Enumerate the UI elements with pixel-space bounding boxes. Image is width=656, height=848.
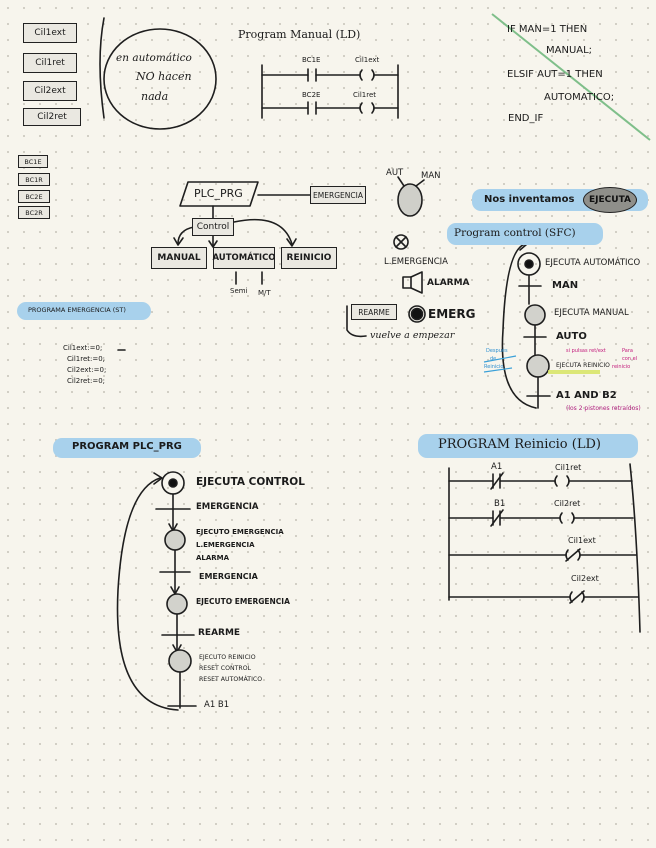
ld-manual-contact-2: BC2E — [302, 91, 321, 99]
sfc-plc-step1-label: EJECUTA CONTROL — [196, 476, 305, 488]
ld-manual-contact-1: BC1E — [302, 56, 321, 64]
ld-reinicio-coil-3: Cil1ext — [568, 536, 596, 545]
sub-mt: M/T — [258, 289, 271, 297]
emergency-box: EMERGENCIA — [310, 186, 366, 204]
note-blue-2: de — [490, 356, 497, 362]
plc-prg-label: PLC_PRG — [194, 187, 243, 200]
sfc-plc-trans4-label: A1 B1 — [204, 700, 230, 710]
alarm-speaker — [402, 276, 412, 289]
ld-reinicio-contact-1: A1 — [491, 462, 503, 472]
st-code-line4: AUTOMATICO; — [544, 92, 615, 103]
io-box-cil1ret: Cil1ret — [23, 53, 77, 73]
auto-note-line1: en automático — [116, 52, 192, 64]
sfc-control-trans2-label: AUTO — [556, 331, 587, 342]
sensor-box-bc2e: BC2E — [18, 190, 50, 203]
emerg-button — [410, 307, 424, 321]
io-box-cil2ret: Cil2ret — [23, 108, 81, 126]
st-assign-4: Cil2ret:=0; — [67, 377, 106, 385]
auto-note-circle — [103, 28, 217, 130]
note-magenta-1: si pulsas ret/ext — [566, 348, 606, 354]
sfc-control-step2-label: EJECUTA MANUAL — [554, 308, 629, 318]
program-control-label: Program control (SFC) — [454, 227, 576, 239]
program-reinicio-label: PROGRAM Reinicio (LD) — [438, 437, 601, 452]
ld-reinicio-coil-2: Cil2ret — [554, 499, 581, 508]
sfc-plc-step-emergency2 — [166, 593, 188, 615]
ld-manual-coil-1: Cil1ext — [355, 56, 380, 64]
l-emergency-label: L.EMERGENCIA — [384, 257, 448, 267]
l-emergency-lamp — [393, 234, 409, 250]
rearme-button: REARME — [351, 304, 397, 320]
highlight-programa-emergencia — [17, 302, 151, 320]
sfc-control-note-pink: (los 2 pistones retraídos) — [566, 405, 641, 412]
st-code-line1: IF MAN=1 THEN — [507, 24, 588, 35]
sfc-plc-trans3-label: REARME — [198, 628, 241, 638]
note-blue-1: Después — [486, 348, 508, 354]
highlight-program-plc — [53, 438, 201, 458]
ld-reinicio-contact-2: B1 — [494, 499, 506, 509]
emerg-label: EMERG — [428, 307, 476, 321]
note-blue-3: Reinicio — [484, 364, 504, 370]
io-box-cil2ext: Cil2ext — [23, 81, 77, 101]
sensor-box-bc1e: BC1E — [18, 155, 48, 168]
sub-semi: Semi — [230, 287, 248, 295]
sfc-plc-trans2-label: EMERGENCIA — [199, 572, 258, 581]
nos-inventamos-label: Nos inventamos — [484, 194, 575, 205]
io-box-cil1ext: Cil1ext — [23, 23, 77, 43]
ld-reinicio-coil-1: Cil1ret — [555, 463, 582, 472]
programa-emergencia-label: PROGRAMA EMERGENCIA (ST) — [28, 306, 126, 314]
st-assign-3: Cil2ext:=0; — [67, 366, 107, 374]
manual-box: MANUAL — [151, 247, 207, 269]
sfc-plc-step-reinicio — [168, 649, 192, 673]
sfc-plc-step2-label: EJECUTO EMERGENCIA L.EMERGENCIA ALARMA — [196, 528, 284, 562]
sfc-plc-trans1-label: EMERGENCIA — [196, 502, 259, 512]
ejecuta-label: EJECUTA — [583, 187, 637, 213]
sfc-plc-step3-label: EJECUTO EMERGENCIA — [196, 597, 290, 606]
plc-prg-parallelogram — [179, 181, 259, 207]
sfc-control-step3-label: EJECUTA REINICIO — [556, 362, 610, 369]
note-magenta-2: Para — [622, 348, 633, 354]
reinicio-box: REINICIO — [281, 247, 337, 269]
strike-line — [491, 13, 651, 141]
selector-knob — [397, 183, 423, 217]
ld-manual-coil-2: Cil1ret — [353, 91, 377, 99]
ld-reinicio-coil-4: Cil2ext — [571, 574, 599, 583]
ld-reinicio-right-rail — [629, 463, 641, 633]
sfc-plc-step4-label: EJECUTO REINICIO RESET CONTROL RESET AUT… — [199, 654, 263, 683]
program-plc-label: PROGRAM PLC_PRG — [72, 441, 182, 452]
program-manual-title: Program Manual (LD) — [238, 28, 361, 41]
st-code-line5: END_IF — [508, 113, 544, 124]
st-code-line2: MANUAL; — [546, 45, 593, 56]
note-magenta-4: reinicio — [612, 364, 631, 370]
sfc-control-step-manual — [524, 304, 546, 326]
control-box: Control — [192, 218, 234, 236]
sfc-control-step1-label: EJECUTA AUTOMÁTICO — [545, 258, 641, 268]
note-magenta-3: con el — [622, 356, 638, 362]
auto-note-line3: nada — [141, 90, 169, 103]
sfc-control-step-reinicio — [526, 354, 550, 378]
sfc-plc-step-emergency — [164, 529, 186, 551]
sensor-box-bc2r: BC2R — [18, 206, 50, 219]
st-assign-1: Cil1ext:=0; — [63, 344, 103, 352]
st-code-line3: ELSIF AUT=1 THEN — [507, 69, 603, 80]
highlight-program-control — [447, 223, 603, 245]
selector-aut-label: AUT — [386, 168, 404, 178]
bracket-line — [99, 17, 105, 119]
vuelve-label: vuelve a empezar — [370, 330, 455, 341]
alarm-label: ALARMA — [427, 278, 470, 288]
sfc-control-trans1-label: MAN — [552, 280, 579, 291]
sfc-control-trans3-label: A1 AND B2 — [556, 390, 617, 401]
sensor-box-bc1r: BC1R — [18, 173, 50, 186]
auto-note-line2: NO hacen — [136, 70, 192, 83]
st-assign-2: Cil1ret:=0; — [67, 355, 106, 363]
automatico-box: AUTOMÁTICO — [212, 247, 276, 269]
selector-man-label: MAN — [421, 171, 441, 181]
highlight-program-reinicio — [418, 434, 638, 458]
